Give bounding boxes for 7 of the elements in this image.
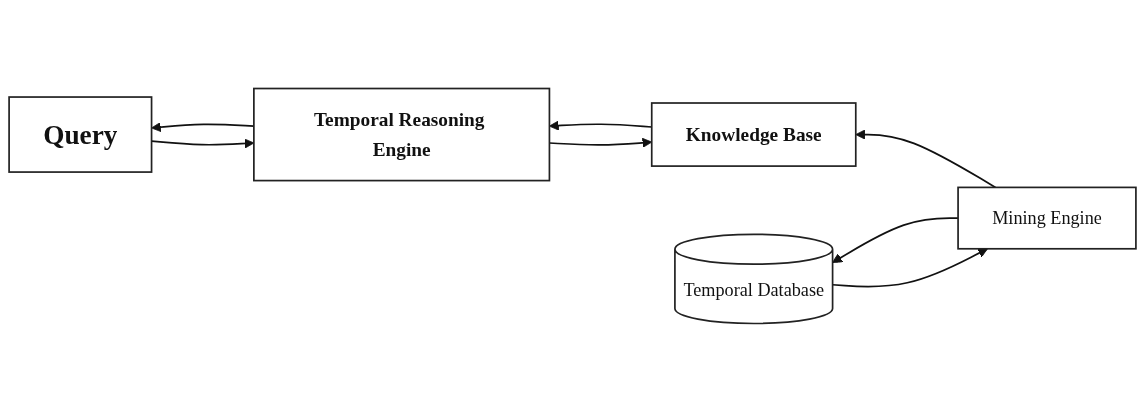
node-box: Mining Engine [957,186,1137,250]
arrow [831,248,988,288]
arrow [855,129,997,189]
arrow [832,217,959,263]
node-box: Knowledge Base [650,102,857,167]
node-box: Query [8,96,153,173]
node-box: Temporal Reasoning Engine [253,87,551,182]
